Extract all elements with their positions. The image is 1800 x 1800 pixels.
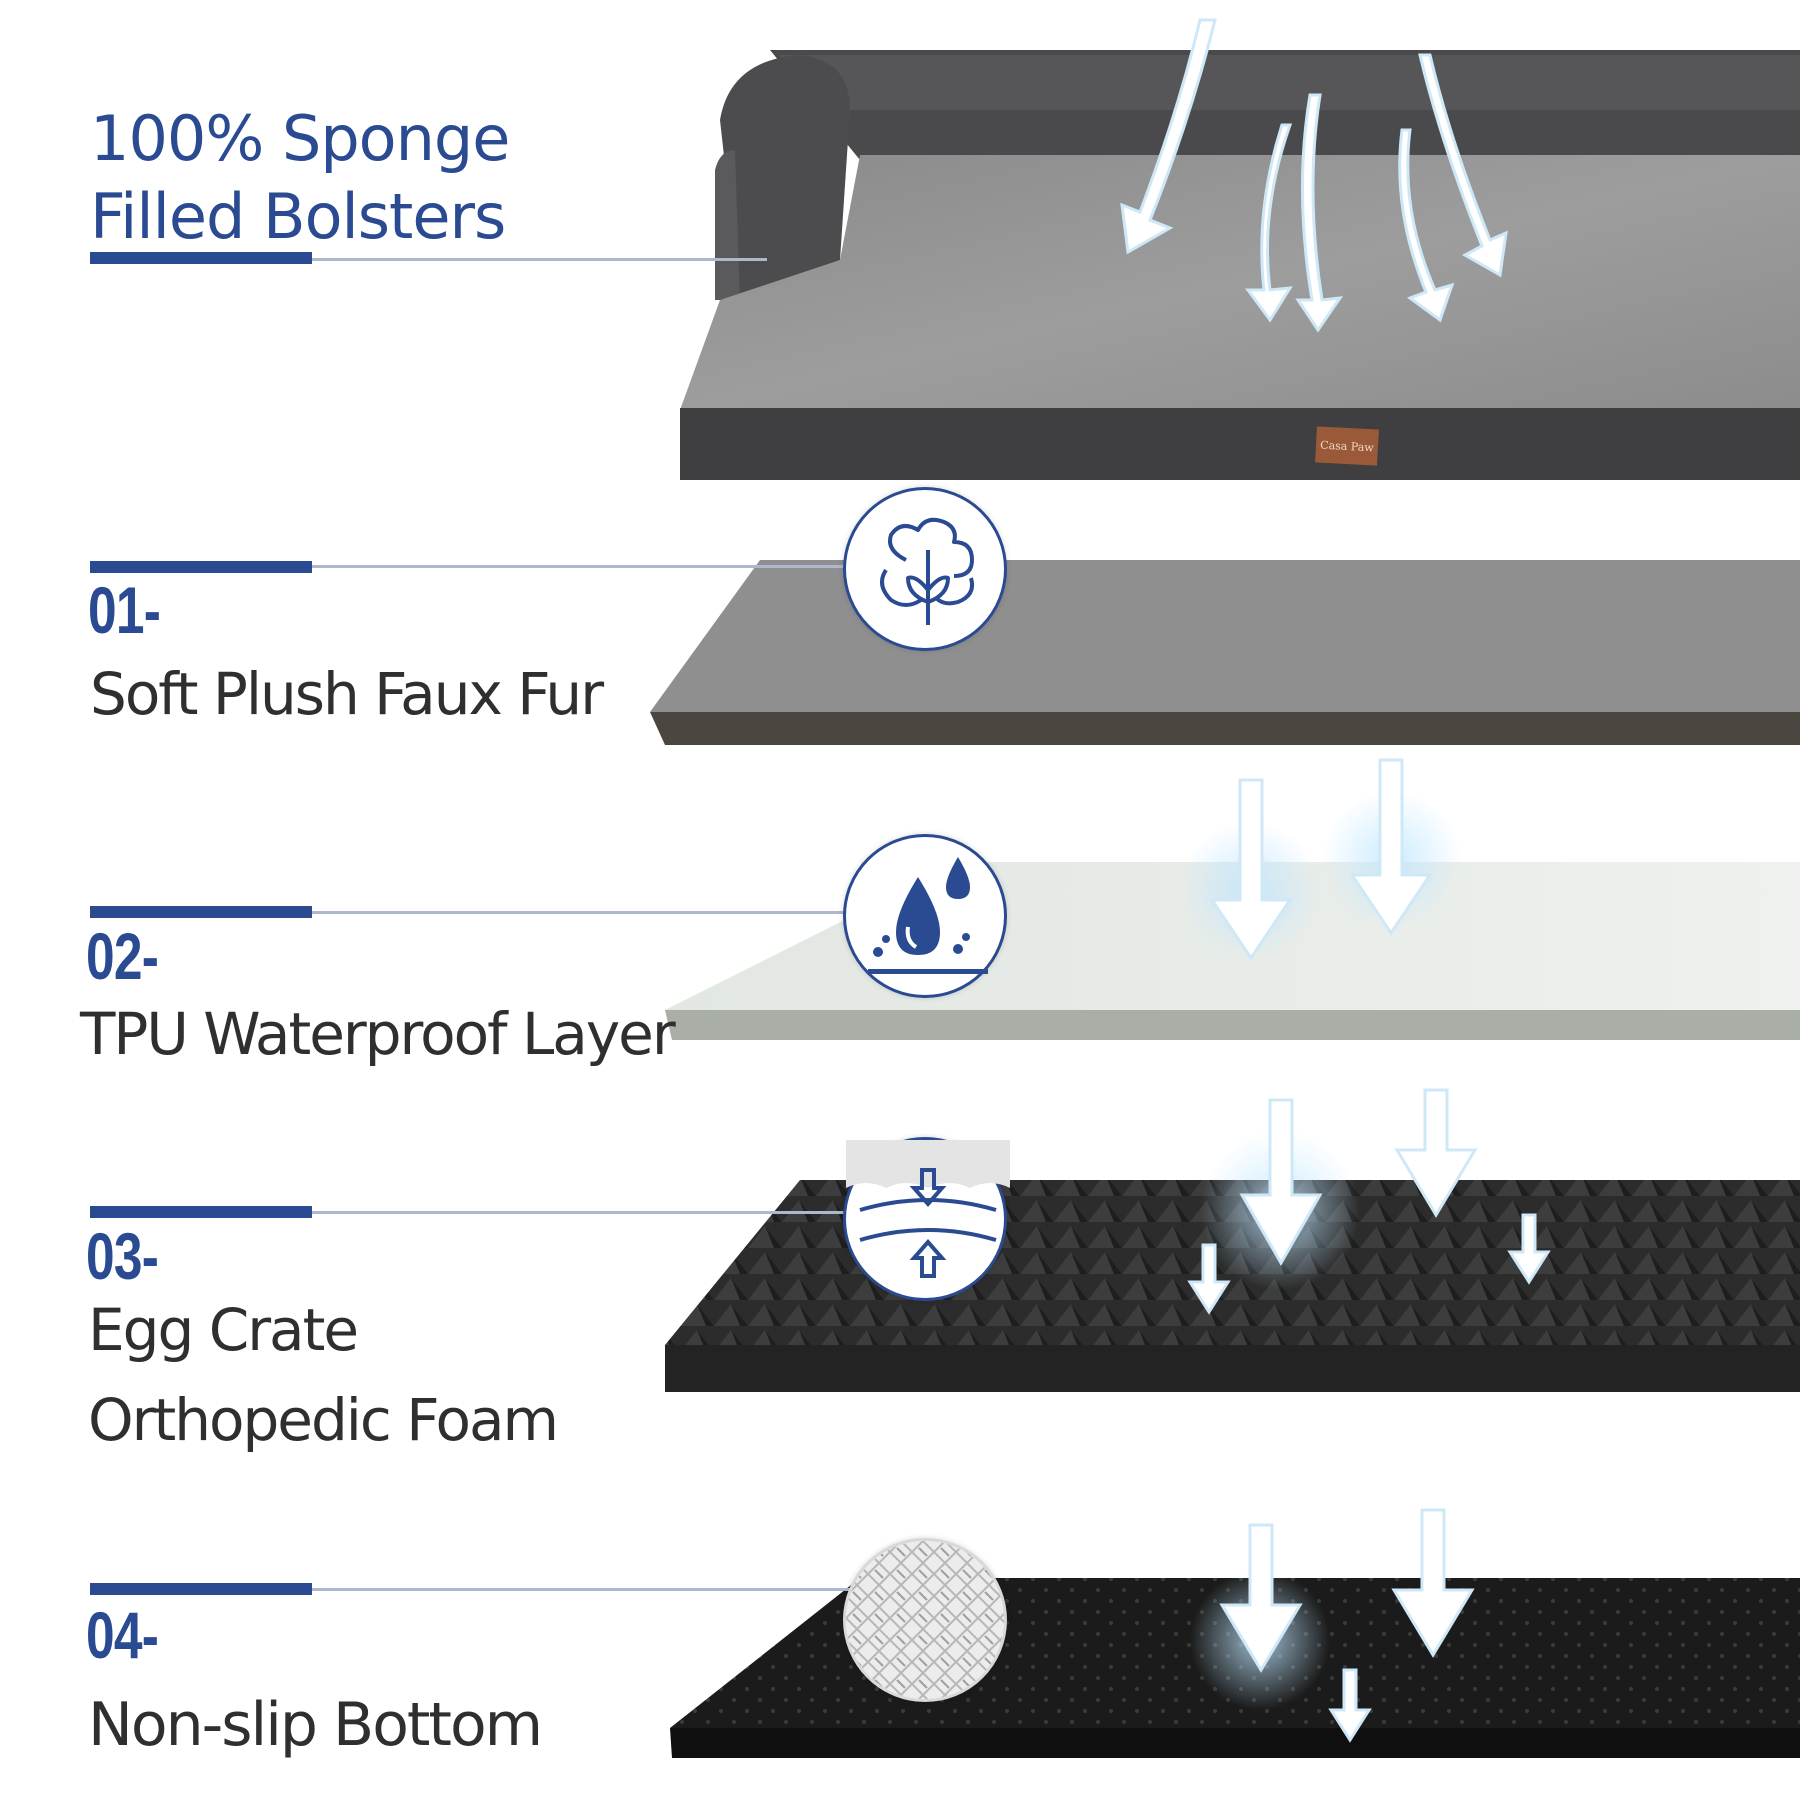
layer-03-name-line1: Egg Crate bbox=[88, 1296, 359, 1364]
layer-04-number: 04- bbox=[86, 1598, 159, 1672]
layer-01-number: 01- bbox=[88, 573, 161, 647]
layer-03-accent-bar bbox=[90, 1206, 312, 1218]
compression-icon bbox=[843, 1137, 1010, 1301]
layer-02-connector-line bbox=[312, 911, 852, 914]
heading-accent-bar bbox=[90, 252, 312, 264]
layer-04-accent-bar bbox=[90, 1583, 312, 1595]
layer-01-accent-bar bbox=[90, 561, 312, 573]
brand-tag: Casa Paw bbox=[1315, 426, 1379, 466]
layer-03-name-line2: Orthopedic Foam bbox=[88, 1386, 559, 1454]
layer-04-name: Non-slip Bottom bbox=[88, 1690, 543, 1760]
water-drops-icon bbox=[843, 834, 1007, 998]
airflow-arrows bbox=[1120, 18, 1551, 1743]
diamond-grip-icon bbox=[843, 1538, 1007, 1702]
layer-04-connector-line bbox=[312, 1588, 852, 1591]
bolsters-heading: 100% Sponge Filled Bolsters bbox=[90, 100, 510, 256]
fur-layer bbox=[650, 560, 1800, 745]
layer-02-number: 02- bbox=[86, 919, 159, 993]
layer-03-number: 03- bbox=[86, 1219, 159, 1293]
layer-01-name: Soft Plush Faux Fur bbox=[90, 660, 604, 728]
layer-02-accent-bar bbox=[90, 906, 312, 918]
heading-connector-line bbox=[312, 258, 767, 261]
layer-01-connector-line bbox=[312, 565, 852, 568]
bolsters-heading-line2: Filled Bolsters bbox=[90, 180, 506, 253]
layer-03-connector-line bbox=[312, 1211, 852, 1214]
cotton-icon bbox=[843, 487, 1007, 651]
layer-02-name: TPU Waterproof Layer bbox=[80, 1000, 676, 1068]
bolster-bed bbox=[680, 50, 1800, 480]
bolsters-heading-line1: 100% Sponge bbox=[90, 102, 510, 175]
